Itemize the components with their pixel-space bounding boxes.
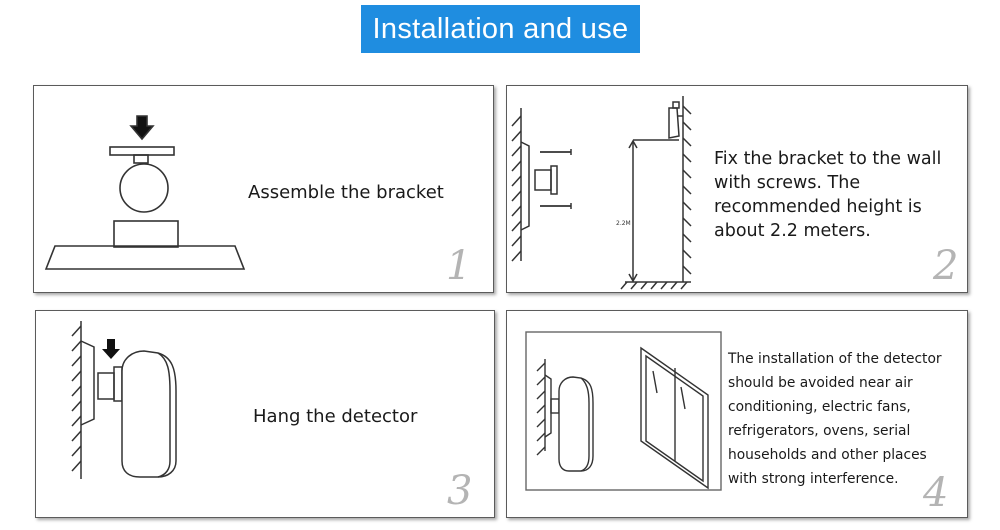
window-icon <box>640 346 709 490</box>
hang-detector-illustration <box>71 321 177 479</box>
step-4-panel: The installation of the detector should … <box>506 310 968 518</box>
step-1-panel: Assemble the bracket 1 <box>33 85 494 293</box>
step-1-text: Assemble the bracket <box>248 182 444 203</box>
step-2-panel: 2.2M Fix the bracket to the wall with sc… <box>506 85 968 293</box>
step-2-number: 2 <box>933 243 959 289</box>
mount-base <box>44 245 246 270</box>
bracket-plate <box>109 146 175 156</box>
bracket-plate <box>520 141 530 231</box>
screw <box>540 151 571 207</box>
placement-illustration <box>525 331 722 491</box>
step-4-number: 4 <box>923 470 949 516</box>
detector-body <box>121 350 177 478</box>
detector-base <box>113 220 179 248</box>
page-title: Installation and use <box>361 5 640 53</box>
step-3-number: 3 <box>447 468 473 514</box>
step-4-text: The installation of the detector should … <box>728 351 942 487</box>
down-arrow-icon <box>129 115 155 141</box>
bracket-assembly-illustration <box>44 115 246 270</box>
down-arrow-icon <box>102 339 120 359</box>
room-frame <box>525 331 722 491</box>
step-1-number: 1 <box>446 243 472 289</box>
step-2-text: Fix the bracket to the wall with screws.… <box>714 149 942 241</box>
step-3-panel: Hang the detector 3 <box>35 310 495 518</box>
height-label: 2.2M <box>616 220 631 227</box>
bracket-ball <box>119 163 169 213</box>
wall-mount-illustration: 2.2M <box>511 96 692 290</box>
detector-body <box>558 376 594 472</box>
step-3-text: Hang the detector <box>253 406 418 427</box>
